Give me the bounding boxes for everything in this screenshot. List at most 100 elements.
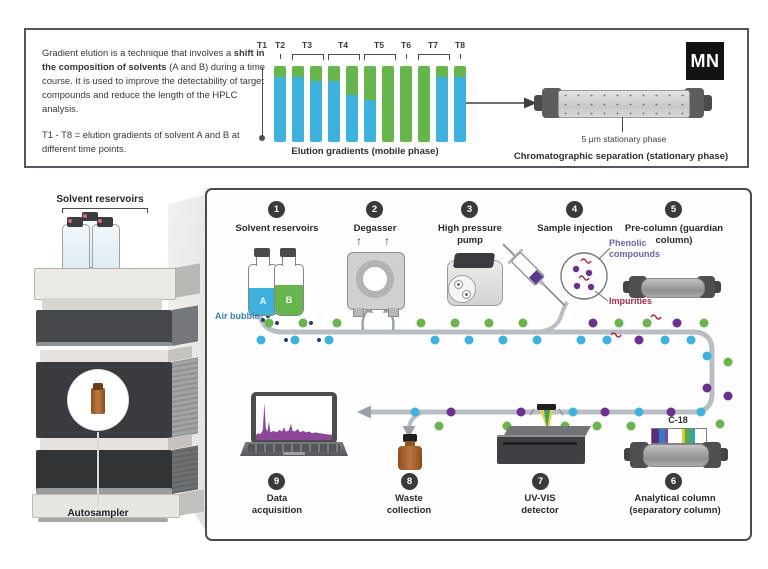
instrument-module: [36, 342, 172, 346]
station-label-7: UV-VIS detector: [521, 493, 559, 516]
solvent-b-liquid: B: [275, 285, 303, 315]
solvent-reservoirs-bracket: [62, 208, 148, 213]
time-axis-endpoint: [259, 135, 265, 141]
gradient-bar: [328, 66, 340, 142]
right-arrow-icon: [466, 97, 537, 109]
time-label-t8: T8: [454, 40, 466, 50]
particle-size-label: 5 μm stationary phase: [581, 134, 667, 144]
phenolic-dots: [446, 318, 733, 417]
tick-t2: [279, 54, 281, 59]
station-number-9: 9: [268, 473, 285, 490]
bracket-t3: [292, 54, 324, 60]
degasser-ring: [356, 260, 394, 298]
uv-vis-detector-icon: [497, 435, 585, 464]
instrument-module: [34, 268, 176, 300]
tick-t8: [459, 54, 461, 59]
instrument-base: [32, 494, 180, 518]
time-label-t2: T2: [274, 40, 286, 50]
instrument-module: [36, 450, 172, 494]
description-paragraph-2: T1 - T8 = elution gradients of solvent A…: [42, 128, 240, 154]
station-label-5: Pre-column (guardian column): [624, 223, 724, 246]
bracket-t7: [418, 54, 450, 60]
chromatogram-plot: [256, 402, 332, 440]
impurity-squiggles: [610, 314, 662, 338]
station-label-2: Degasser: [353, 223, 397, 234]
tick-t6: [405, 54, 407, 59]
station-number-2: 2: [366, 201, 383, 218]
bracket-t5: [364, 54, 396, 60]
gradient-bar: [418, 66, 430, 142]
station-label-4: Sample injection: [537, 223, 613, 234]
gradient-bar: [310, 66, 322, 142]
mn-logo: MN: [686, 42, 724, 80]
station-label-1: Solvent reservoirs: [235, 223, 319, 234]
gradient-bar: [274, 66, 286, 142]
station-number-4: 4: [566, 201, 583, 218]
elution-gradient-chart: T1 T2 T3 T4 T5 T6 T7 T8: [257, 40, 472, 164]
solvent-bottle-icon: [92, 224, 120, 272]
column-fitting-right: [702, 95, 712, 111]
bottle-cap-icon: [67, 217, 83, 227]
impurities-label: Impurities: [609, 296, 653, 306]
instrument-shadow: [38, 518, 168, 522]
gradient-elution-panel: Gradient elution is a technique that inv…: [24, 28, 749, 168]
uv-flow-cell-icon: [529, 404, 564, 432]
station-number-3: 3: [461, 201, 478, 218]
elution-chart-caption: Elution gradients (mobile phase): [291, 146, 439, 157]
hplc-flow-panel: 1 Solvent reservoirs A B 2 Degasser ↑ ↑ …: [205, 188, 752, 541]
stationary-phase-column-icon: [558, 90, 690, 118]
column-endcap-left: [542, 88, 562, 118]
flow-path-diagram: [256, 243, 733, 438]
bottle-cap-icon: [82, 212, 98, 221]
solvent-reservoirs-label: Solvent reservoirs: [56, 194, 144, 205]
pump-head: [448, 275, 476, 303]
instrument-module: [42, 298, 162, 310]
solvent-bottle-icon: [62, 224, 90, 272]
bracket-t4: [328, 54, 360, 60]
station-label-3: High pressure pump: [438, 223, 502, 246]
laptop-screen: [256, 396, 332, 440]
sample-vial-cap: [93, 383, 103, 390]
station-label-6: Analytical column (separatory column): [629, 493, 721, 516]
gradient-bar: [292, 66, 304, 142]
gradient-bar: [454, 66, 466, 142]
pump-display: [452, 253, 496, 268]
solvent-b-dots: [264, 318, 733, 431]
air-bubble-label: Air bubble: [215, 311, 260, 321]
separation-caption: Chromatographic separation (stationary p…: [513, 151, 729, 162]
sample-vial-icon: [91, 388, 105, 414]
time-label-t4: T4: [337, 40, 349, 50]
laptop-keys: [248, 444, 340, 452]
autosampler-label: Autosampler: [67, 508, 129, 519]
solvent-a-dots: [256, 335, 712, 417]
syringe-icon: [502, 243, 566, 307]
gradient-elution-description: Gradient elution is a technique that inv…: [42, 46, 266, 167]
gradient-bar: [364, 66, 376, 142]
up-arrow-icon: ↑: [356, 234, 362, 248]
waste-bottle-cap: [403, 434, 417, 442]
station-label-9: Data acquisition: [251, 493, 303, 516]
station-number-1: 1: [268, 201, 285, 218]
time-label-t3: T3: [301, 40, 313, 50]
phenolic-compounds-label: Phenolic compounds: [609, 238, 660, 259]
injection-port: [536, 301, 569, 334]
solvent-a-liquid: A: [249, 287, 277, 315]
station-number-7: 7: [532, 473, 549, 490]
station-label-8: Waste collection: [386, 493, 432, 516]
flow-tube: [256, 303, 715, 415]
particle-callout-line: [622, 117, 624, 132]
solvent-b-bottle-icon: B: [274, 264, 304, 316]
description-paragraph-1: Gradient elution is a technique that inv…: [42, 47, 265, 115]
solvent-a-bottle-icon: A: [248, 264, 278, 316]
bottle-cap-icon: [254, 248, 270, 257]
sample-callout-circle: [560, 247, 611, 302]
station-number-5: 5: [665, 201, 682, 218]
autosampler-callout-line: [97, 432, 99, 506]
uv-vis-detector-top: [503, 426, 591, 437]
instrument-module: [40, 350, 168, 362]
up-arrow-icon: ↑: [384, 234, 390, 248]
waste-bottle-icon: [398, 446, 422, 470]
time-label-t6: T6: [400, 40, 412, 50]
station-number-8: 8: [401, 473, 418, 490]
